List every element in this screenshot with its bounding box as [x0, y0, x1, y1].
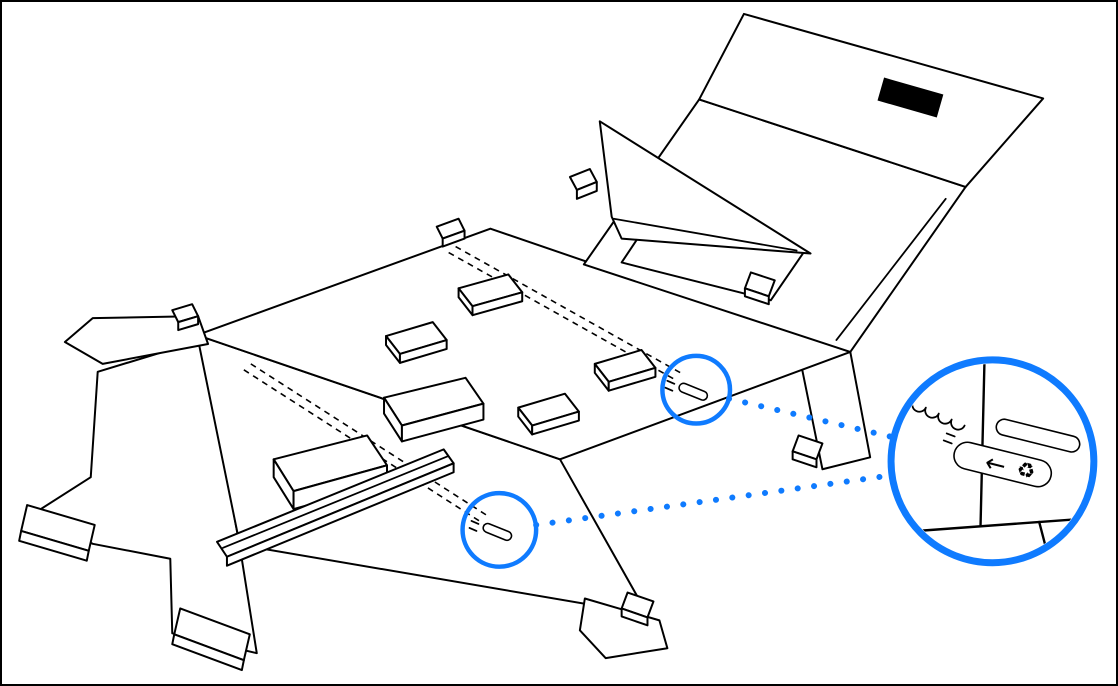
tear-strip-lower-2	[250, 363, 490, 518]
rail-front	[607, 366, 657, 392]
tear-strip-lower	[243, 369, 483, 524]
connector-dots-upper	[726, 395, 898, 441]
tab-front-face	[791, 450, 818, 469]
magnifier-content: ← ♻	[895, 363, 1090, 559]
lid-fold-line	[612, 217, 798, 252]
flat-slab-lower	[272, 434, 389, 511]
pull-tab-lower	[468, 520, 513, 542]
pull-tab-outline	[482, 522, 513, 542]
long-rail	[216, 448, 455, 567]
tab-front-face	[743, 287, 770, 306]
tab-front-face	[171, 633, 245, 672]
rail-front	[531, 410, 580, 436]
pull-tab-slits	[664, 379, 676, 392]
pull-tab-slits	[468, 520, 480, 532]
flap-face	[698, 12, 1045, 188]
rail-handle-b	[385, 321, 448, 364]
right-wing	[791, 350, 872, 471]
tab-outline-upper	[995, 418, 1081, 453]
tab-front-face	[620, 607, 649, 627]
magnifier-callout: ← ♻	[887, 356, 1098, 567]
flat-slab-upper	[383, 376, 485, 443]
left-wing	[63, 303, 210, 365]
fold-line	[835, 197, 947, 341]
sheet-edge-tab	[435, 217, 466, 248]
bottom-center-wing	[578, 591, 669, 660]
connector-dots-lower	[533, 472, 896, 528]
highlight-circle-lower	[460, 490, 539, 569]
rail-handle-c	[593, 348, 657, 392]
rail-front	[398, 339, 448, 364]
highlight-overlays	[460, 353, 898, 569]
unfolded-box-line-art	[18, 12, 1045, 672]
standing-lid	[568, 120, 812, 255]
rail-edge-line	[222, 455, 449, 549]
pull-tab-outline-zoomed	[953, 441, 1053, 488]
panel-edge-horizontal	[895, 516, 1090, 535]
rail-handle-a	[457, 273, 524, 317]
inner-lid-flap	[620, 234, 805, 306]
highlight-circle-upper	[660, 353, 733, 426]
pull-tab-slits-zoomed	[942, 432, 956, 445]
rail-handle-d	[517, 392, 580, 436]
rail-front	[225, 462, 455, 567]
handle-cutout	[877, 77, 944, 118]
pull-tab-outline	[678, 382, 709, 401]
rail-front	[471, 291, 524, 317]
tab-front-face	[177, 315, 200, 332]
tab-front-face	[441, 229, 466, 248]
top-flap	[698, 12, 1045, 188]
tab-front-face	[18, 529, 90, 562]
bottom-left-tab-left	[18, 504, 96, 562]
bottom-left-tab-lower	[171, 607, 251, 672]
recycle-icon: ♻	[1014, 457, 1038, 485]
panel-edge-vertical	[979, 363, 986, 528]
lid-face	[598, 120, 812, 255]
wing-face	[63, 315, 210, 365]
tab-front-face	[575, 180, 598, 200]
pull-tab-upper	[664, 379, 709, 401]
slab-front	[400, 402, 485, 443]
